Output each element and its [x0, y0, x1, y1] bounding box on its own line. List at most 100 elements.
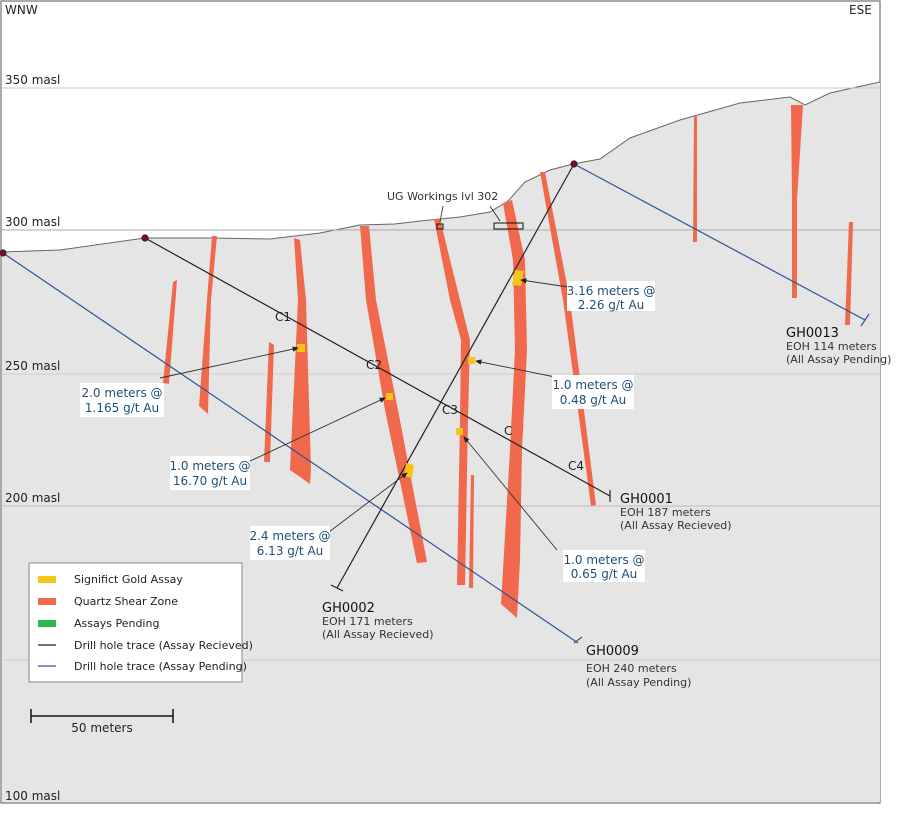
hole-label-gh0001: GH0001 EOH 187 meters (All Assay Recieve… [620, 492, 732, 532]
zone-label-c4: C4 [568, 459, 584, 473]
ug-leader [439, 205, 444, 223]
assay-leader [159, 346, 299, 379]
assay-label: 2.0 meters @ 1.165 g/t Au [80, 383, 164, 417]
shear-zone [501, 200, 527, 618]
gold-assay [456, 428, 463, 435]
ug-workings-label: UG Workings lvl 302 [387, 190, 498, 203]
svg-text:(All Assay Recieved): (All Assay Recieved) [322, 628, 434, 641]
shear-zone [469, 475, 474, 588]
legend-label: Drill hole trace (Assay Pending) [74, 660, 247, 673]
svg-text:(All Assay Pending): (All Assay Pending) [786, 353, 891, 366]
svg-text:0.65 g/t Au: 0.65 g/t Au [571, 567, 638, 581]
svg-text:EOH 171 meters: EOH 171 meters [322, 615, 413, 628]
assay-leader [463, 436, 558, 551]
collar-gh0002-gh0013 [570, 160, 578, 168]
legend-label: Drill hole trace (Assay Recieved) [74, 639, 253, 652]
svg-text:1.0 meters @: 1.0 meters @ [552, 378, 633, 392]
elevation-label-250: 250 masl [5, 359, 60, 373]
gold-assay [468, 357, 475, 364]
svg-text:6.13 g/t Au: 6.13 g/t Au [257, 544, 324, 558]
svg-text:1.0 meters @: 1.0 meters @ [563, 553, 644, 567]
svg-text:EOH 114 meters: EOH 114 meters [786, 340, 877, 353]
svg-text:GH0002: GH0002 [322, 601, 375, 616]
ug-working-adit [436, 223, 444, 230]
gold-assay [386, 393, 393, 400]
shear-zone [434, 219, 470, 585]
shear-zone [199, 236, 217, 414]
shear-zone [163, 280, 177, 384]
hole-label-gh0009: GH0009 EOH 240 meters (All Assay Pending… [586, 644, 691, 689]
scale-bar: 50 meters [30, 709, 174, 735]
elevation-label-300: 300 masl [5, 215, 60, 229]
svg-text:1.165 g/t Au: 1.165 g/t Au [85, 401, 159, 415]
zone-label-c3: C3 [442, 403, 458, 417]
shear-zone [693, 115, 697, 242]
orientation-left: WNW [5, 3, 38, 17]
hole-label-gh0002: GH0002 EOH 171 meters (All Assay Recieve… [322, 601, 434, 641]
shear-zone [360, 226, 427, 563]
hole-label-gh0013: GH0013 EOH 114 meters (All Assay Pending… [786, 326, 891, 366]
svg-text:3.16 meters @: 3.16 meters @ [567, 284, 656, 298]
assay-leader [245, 397, 386, 464]
svg-text:16.70 g/t Au: 16.70 g/t Au [173, 474, 247, 488]
legend-label: Quartz Shear Zone [74, 595, 178, 608]
assay-label: 1.0 meters @ 0.65 g/t Au [563, 550, 645, 582]
svg-text:EOH 240 meters: EOH 240 meters [586, 662, 677, 675]
assay-leader [475, 359, 561, 379]
shear-zone [845, 222, 853, 325]
svg-text:2.26 g/t Au: 2.26 g/t Au [578, 298, 645, 312]
elevation-label-100: 100 masl [5, 789, 60, 803]
assay-label: 1.0 meters @ 16.70 g/t Au [169, 456, 251, 490]
gold-assay [297, 344, 305, 352]
ug-leader [489, 205, 501, 222]
drill-trace-end-gh0002 [330, 584, 344, 592]
svg-text:GH0009: GH0009 [586, 644, 639, 659]
assay-label: 1.0 meters @ 0.48 g/t Au [552, 375, 634, 409]
assay-label: 2.4 meters @ 6.13 g/t Au [249, 526, 331, 560]
svg-text:(All Assay Recieved): (All Assay Recieved) [620, 519, 732, 532]
elevation-label-350: 350 masl [5, 73, 60, 87]
zone-label-c1: C1 [275, 310, 291, 324]
drill-trace-gh0002 [336, 163, 575, 589]
legend-box [28, 562, 243, 683]
assay-leaders [159, 278, 569, 551]
quartz-shear-zones [163, 105, 853, 618]
legend: Significt Gold Assay Quartz Shear Zone A… [28, 562, 253, 683]
svg-text:GH0013: GH0013 [786, 326, 839, 341]
shear-zone [290, 238, 311, 484]
gold-assays [297, 270, 524, 478]
svg-text:2.4 meters @: 2.4 meters @ [249, 529, 330, 543]
drill-trace-gh0009 [2, 252, 579, 644]
collar-gh0009 [0, 249, 7, 257]
legend-swatch-pending [38, 620, 56, 627]
legend-label: Significt Gold Assay [74, 573, 183, 586]
svg-text:2.0 meters @: 2.0 meters @ [81, 386, 162, 400]
topography-line [1, 81, 881, 253]
assay-leader [520, 278, 569, 288]
shear-zone [791, 105, 803, 298]
drill-trace-end-gh0009 [573, 636, 583, 644]
legend-swatch-shear [38, 598, 56, 605]
drill-trace-end-gh0013 [860, 313, 870, 327]
legend-label: Assays Pending [74, 617, 159, 630]
svg-text:(All Assay Pending): (All Assay Pending) [586, 676, 691, 689]
svg-text:0.48 g/t Au: 0.48 g/t Au [560, 393, 627, 407]
scale-bar-label: 50 meters [71, 721, 132, 735]
svg-text:GH0001: GH0001 [620, 492, 673, 507]
assay-leader [324, 472, 408, 536]
elevation-label-200: 200 masl [5, 491, 60, 505]
orientation-right: ESE [849, 3, 872, 17]
zone-label-c2: C2 [366, 358, 382, 372]
shear-zone [540, 172, 596, 506]
collar-gh0001 [141, 234, 149, 242]
legend-swatch-gold [38, 576, 56, 583]
svg-text:1.0 meters @: 1.0 meters @ [169, 459, 250, 473]
drill-trace-gh0013 [573, 163, 866, 321]
zone-label-c: C [504, 424, 512, 438]
svg-text:EOH 187 meters: EOH 187 meters [620, 506, 711, 519]
drill-trace-gh0001 [144, 237, 611, 497]
ug-working-stope [493, 222, 524, 230]
assay-label: 3.16 meters @ 2.26 g/t Au [567, 281, 656, 312]
